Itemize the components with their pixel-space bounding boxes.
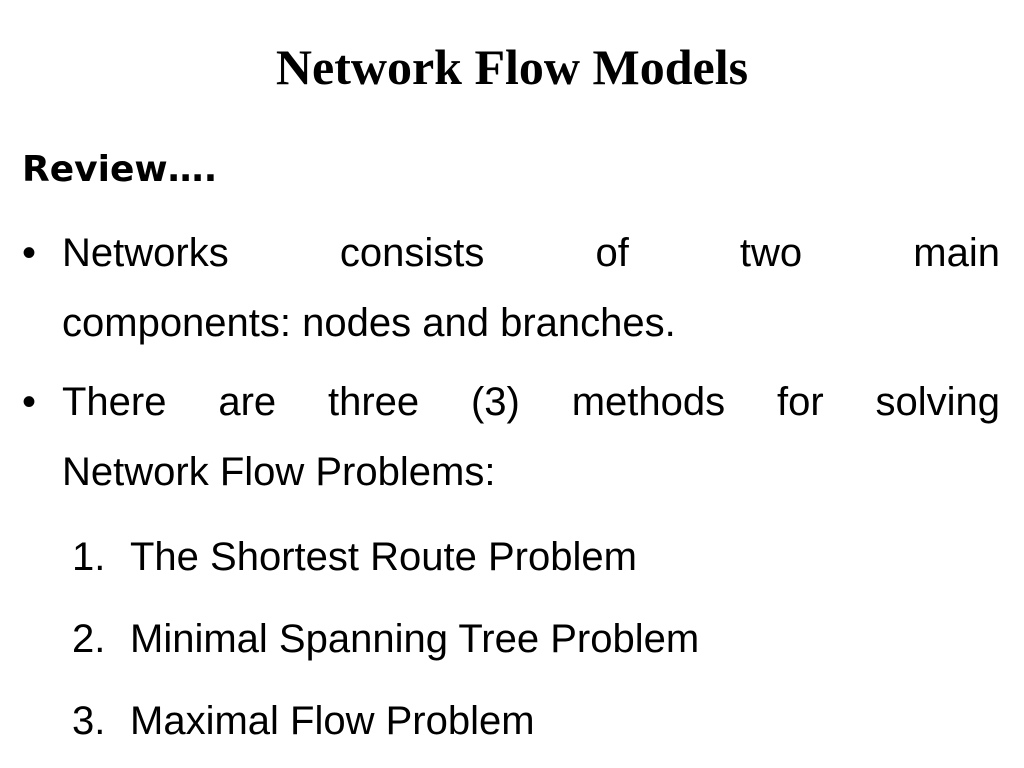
bullet-item: • There are three (3) methods for solvin…	[22, 367, 1000, 507]
bullet-line: Network Flow Problems:	[62, 450, 496, 494]
list-item: 1. The Shortest Route Problem	[72, 516, 699, 598]
bullet-line: components: nodes and branches.	[62, 301, 676, 345]
list-item-text: The Shortest Route Problem	[130, 535, 637, 579]
bullet-item: • Networks consists of two main componen…	[22, 218, 1000, 358]
list-item-text: Maximal Flow Problem	[130, 699, 535, 743]
bullet-marker: •	[22, 231, 37, 275]
bullet-line: There are three (3) methods for solving	[62, 380, 1000, 424]
list-number: 3.	[72, 699, 106, 743]
review-heading: Review….	[22, 149, 218, 190]
bullet-text: There are three (3) methods for solving …	[62, 367, 1000, 507]
bullet-marker: •	[22, 380, 37, 424]
methods-list: 1. The Shortest Route Problem 2. Minimal…	[72, 516, 699, 762]
bullet-line: Networks consists of two main	[62, 231, 1000, 275]
list-item-text: Minimal Spanning Tree Problem	[130, 617, 700, 661]
list-item: 3. Maximal Flow Problem	[72, 680, 699, 762]
list-item: 2. Minimal Spanning Tree Problem	[72, 598, 699, 680]
bullet-text: Networks consists of two main components…	[62, 218, 1000, 358]
slide-title: Network Flow Models	[275, 39, 749, 95]
list-number: 2.	[72, 617, 106, 661]
list-number: 1.	[72, 535, 106, 579]
